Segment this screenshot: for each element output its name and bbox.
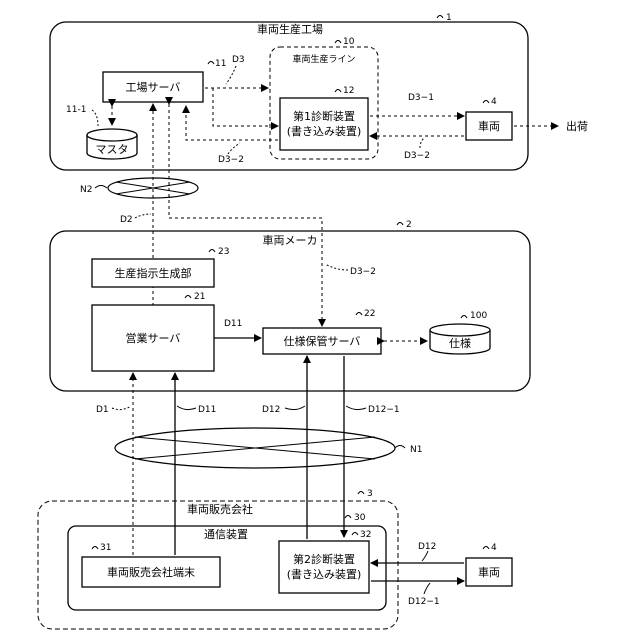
- factory-server-ref: 11: [215, 59, 226, 69]
- d12-leader: [285, 406, 305, 410]
- factory-vehicle-label: 車両: [478, 119, 500, 133]
- dealer-d12-label: D12: [418, 542, 436, 552]
- sales-server-label: 営業サーバ: [126, 331, 181, 345]
- dealer-ref: 3: [367, 489, 373, 499]
- comm-device-title: 通信装置: [204, 528, 248, 541]
- sales-server-ref-leader: [185, 296, 191, 299]
- master-label: マスタ: [96, 143, 129, 156]
- first-diag-ref-leader: [335, 90, 341, 93]
- first-diag-box: [280, 98, 368, 150]
- second-diag-box: [279, 541, 369, 593]
- dealer-d12-leader: [422, 551, 428, 561]
- maker-title: 車両メーカ: [263, 233, 318, 247]
- d3-1-label: D3−1: [408, 93, 434, 103]
- sales-server-ref: 21: [194, 292, 205, 302]
- second-diag-line2: (書き込み装置): [287, 567, 362, 581]
- dealer-d12-1-leader: [424, 583, 430, 594]
- maker-d3-2-label: D3−2: [350, 267, 376, 277]
- d12-label: D12: [262, 405, 280, 415]
- d12-1-label: D12−1: [368, 405, 400, 415]
- d3-to-first-diag: [213, 88, 278, 126]
- master-ref-leader: [92, 110, 98, 126]
- factory-server-label: 工場サーバ: [126, 81, 181, 94]
- dealer-vehicle-ref-leader: [483, 547, 489, 550]
- factory-vehicle-ref: 4: [491, 97, 497, 107]
- dealer-ref-leader: [358, 492, 364, 495]
- production-line-title: 車両生産ライン: [292, 53, 355, 65]
- spec-server-ref-leader: [356, 313, 362, 316]
- maker-ref: 2: [406, 220, 412, 230]
- network-n2-label: N2: [80, 185, 92, 195]
- dealer-title: 車両販売会社: [187, 502, 253, 516]
- production-instruction-ref: 23: [218, 247, 229, 257]
- d12-1-leader: [346, 406, 366, 410]
- factory-title: 車両生産工場: [257, 22, 323, 36]
- comm-device-ref: 30: [354, 513, 366, 523]
- second-diag-line1: 第2診断装置: [293, 552, 355, 566]
- dealer-vehicle-label: 車両: [478, 565, 500, 579]
- second-diag-ref-leader: [352, 533, 358, 536]
- d3-2-right-leader: [420, 138, 424, 148]
- d3-label: D3: [232, 55, 245, 65]
- spec-server-label: 仕様保管サーバ: [284, 334, 361, 348]
- shipping-label: 出荷: [566, 119, 588, 133]
- maker-ref-leader: [397, 223, 403, 226]
- first-diag-line2: (書き込み装置): [287, 124, 362, 138]
- d3-2-to-factory-server: [186, 106, 278, 140]
- production-instruction-ref-leader: [209, 250, 215, 253]
- d3-leader: [226, 66, 236, 84]
- network-n1-label: N1: [410, 445, 422, 455]
- maker-d11-label: D11: [224, 319, 242, 329]
- d3-2-right-label: D3−2: [404, 151, 430, 161]
- second-diag-ref: 32: [360, 530, 371, 540]
- spec-ref-leader: [461, 316, 467, 319]
- maker-d3-2-leader: [325, 264, 348, 270]
- spec-ref: 100: [470, 311, 487, 321]
- d11-leader: [177, 406, 196, 410]
- dealer-vehicle-ref: 4: [491, 543, 497, 553]
- dealer-terminal-label: 車両販売会社端末: [107, 565, 195, 579]
- spec-server-ref: 22: [364, 309, 375, 319]
- network-n2-leader: [95, 186, 107, 189]
- network-n1: [115, 428, 395, 468]
- d3-2-left-label: D3−2: [218, 155, 244, 165]
- first-diag-ref: 12: [343, 86, 354, 96]
- production-instruction-label: 生産指示生成部: [115, 266, 192, 280]
- d2-label: D2: [120, 215, 133, 225]
- d1-label: D1: [96, 405, 109, 415]
- production-line-ref: 10: [343, 37, 355, 47]
- comm-device-ref-leader: [345, 516, 351, 519]
- production-line-ref-leader: [335, 41, 341, 44]
- d2-leader: [135, 214, 151, 218]
- network-n1-leader: [395, 446, 405, 449]
- d3-2-left-leader: [228, 143, 240, 154]
- factory-vehicle-ref-leader: [483, 101, 489, 104]
- dealer-terminal-ref: 31: [100, 543, 111, 553]
- dealer-d12-1-label: D12−1: [408, 597, 440, 607]
- d11-label: D11: [198, 405, 216, 415]
- d1-leader: [112, 406, 131, 410]
- factory-ref-leader: [437, 16, 443, 19]
- factory-ref: 1: [446, 13, 452, 23]
- spec-label: 仕様: [449, 336, 471, 350]
- first-diag-line1: 第1診断装置: [293, 109, 355, 123]
- factory-server-ref-leader: [208, 62, 214, 65]
- master-ref: 11-1: [66, 105, 86, 115]
- dealer-terminal-ref-leader: [92, 547, 98, 550]
